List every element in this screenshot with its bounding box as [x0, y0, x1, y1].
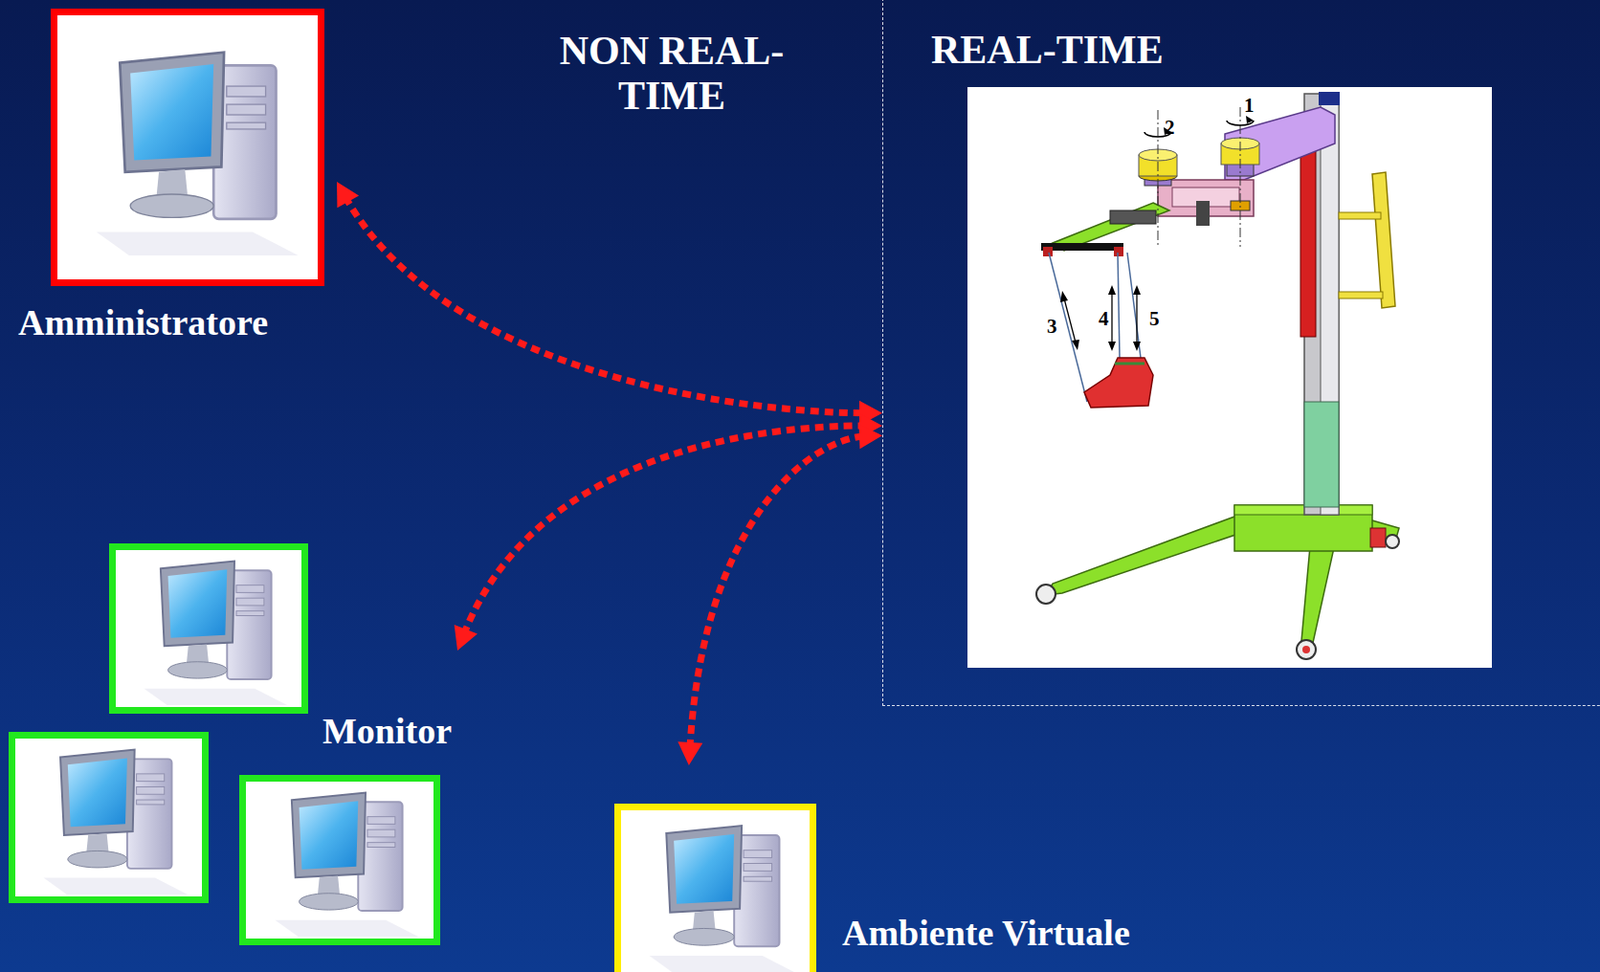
- robot-illustration: [967, 87, 1492, 668]
- dotted-connector: [677, 423, 883, 766]
- dotted-connector: [454, 413, 883, 651]
- computer-group: Monitor: [4, 535, 458, 953]
- callout-number: 1: [1244, 95, 1255, 116]
- realtime-region: REAL-TIME: [882, 0, 1600, 707]
- computer-node: Ambiente Virtuale: [610, 765, 1214, 972]
- node-label: REAL-TIME: [931, 27, 1164, 72]
- zone-label: NON REAL-TIME: [528, 28, 816, 119]
- computer-icon: [8, 732, 209, 904]
- dotted-connector: [336, 181, 883, 426]
- computer-icon: [239, 775, 441, 946]
- computer-icon: [50, 8, 325, 287]
- computer-node: Amministratore: [11, 4, 337, 369]
- computer-icon: [614, 803, 817, 972]
- node-label: Ambiente Virtuale: [842, 913, 1131, 955]
- callout-number: 4: [1098, 309, 1110, 330]
- computer-icon: [109, 543, 309, 714]
- callout-number: 2: [1164, 117, 1176, 138]
- callout-number: 3: [1046, 316, 1058, 337]
- node-label: Monitor: [322, 711, 452, 753]
- callout-number: 5: [1149, 309, 1160, 330]
- node-label: Amministratore: [18, 303, 268, 344]
